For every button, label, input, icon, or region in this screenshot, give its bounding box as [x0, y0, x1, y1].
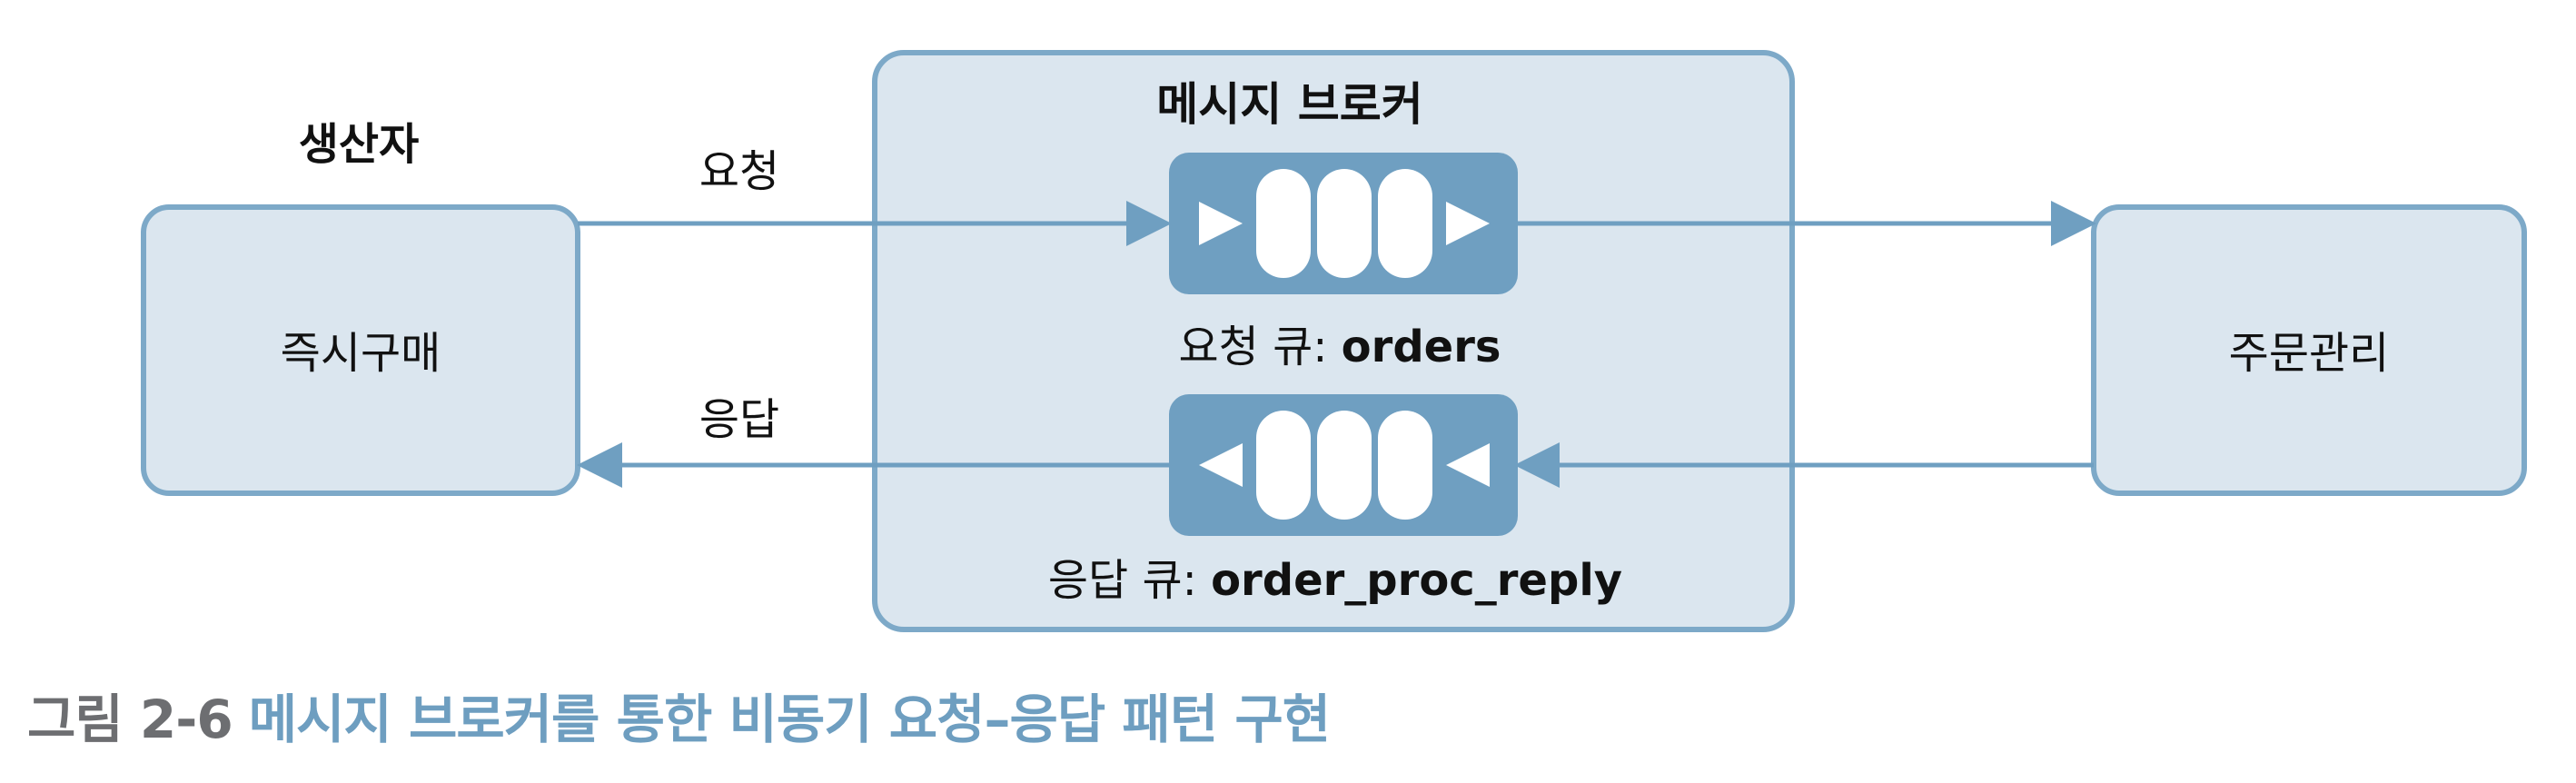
consumer-name: 주문관리 [2229, 328, 2390, 379]
response-arrow-label: 응답 [699, 394, 779, 445]
caption-number: 그림 2-6 [27, 689, 233, 750]
request-queue-label: 요청 큐: orders [1179, 322, 1501, 372]
reply-queue-label: 응답 큐: order_proc_reply [1048, 555, 1622, 606]
request-queue-name: orders [1342, 322, 1501, 372]
caption-title: 메시지 브로커를 통한 비동기 요청–응답 패턴 구현 [248, 689, 1331, 750]
consumer-box [2091, 204, 2527, 496]
diagram: 메시지 브로커 생산자 즉시구매 주문관리 요청 요청 큐: orders 응답… [141, 50, 2527, 632]
producer-label: 생산자 [299, 119, 419, 170]
request-queue-icon [1169, 153, 1518, 294]
producer-box [141, 204, 580, 496]
request-queue-prefix: 요청 큐: [1179, 322, 1342, 372]
producer-name: 즉시구매 [281, 328, 441, 379]
reply-queue-prefix: 응답 큐: [1048, 555, 1211, 606]
request-arrow-label: 요청 [699, 146, 779, 197]
reply-queue-name: order_proc_reply [1211, 555, 1622, 606]
reply-queue-icon [1169, 394, 1518, 536]
message-broker-box [872, 50, 1795, 632]
message-broker-title: 메시지 브로커 [1156, 78, 1422, 131]
